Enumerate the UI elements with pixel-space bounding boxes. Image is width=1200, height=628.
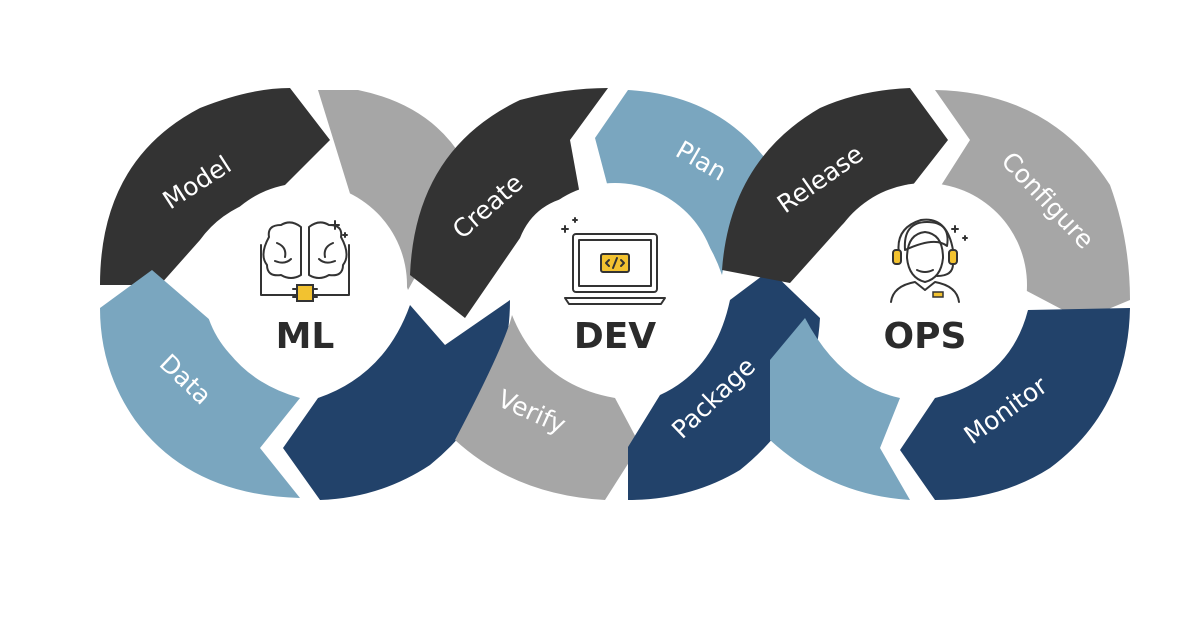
ml-segment-model: [100, 88, 330, 285]
ml-segment-navy: [283, 300, 510, 500]
dev-segment-create: [410, 88, 608, 318]
dev-hub-label: DEV: [574, 316, 656, 357]
ops-hub: OPS: [823, 183, 1027, 387]
ops-segment-configure: [935, 90, 1130, 320]
laptop-code-icon: [561, 217, 666, 305]
ops-segment-monitor: [900, 308, 1130, 500]
ops-segment-lightblue: [770, 318, 910, 500]
ml-hub: ML: [203, 183, 407, 387]
brain-chip-icon: [260, 220, 350, 302]
support-agent-icon: [890, 218, 968, 303]
ml-hub-label: ML: [276, 316, 335, 357]
dev-hub: DEV: [513, 183, 717, 387]
ops-hub-label: OPS: [884, 316, 967, 357]
dev-segment-package: [628, 270, 820, 500]
ops-segment-release: [722, 88, 948, 283]
ops-ring: [722, 88, 1130, 500]
dev-ring: [410, 88, 820, 500]
dev-segment-plan: [595, 90, 770, 275]
dev-segment-verify: [455, 315, 640, 500]
ml-segment-data: [100, 270, 300, 498]
